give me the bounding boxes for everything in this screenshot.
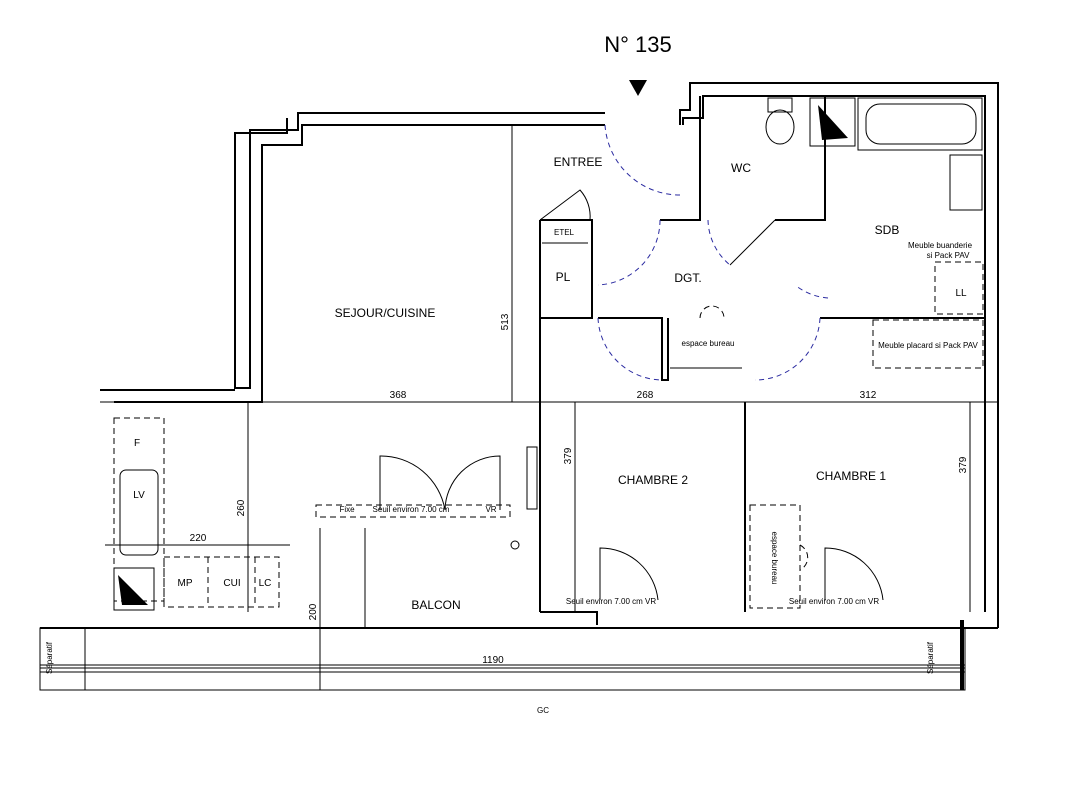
room-label-wc: WC xyxy=(731,161,751,175)
note-fixe: Fixe xyxy=(339,505,355,514)
dimension-513: 513 xyxy=(500,313,511,330)
room-label-chambre1: CHAMBRE 1 xyxy=(816,469,886,483)
kitchen-fridge: F xyxy=(134,438,140,449)
dimension-200: 200 xyxy=(308,603,319,620)
dimension-1190: 1190 xyxy=(482,655,504,666)
apartment-number: N° 135 xyxy=(604,32,672,57)
dimension-368: 368 xyxy=(390,390,407,401)
dimension-379-ch1: 379 xyxy=(958,456,969,473)
furniture xyxy=(113,261,984,611)
doors xyxy=(379,124,884,601)
note-espace-bureau-dgt: espace bureau xyxy=(682,339,735,348)
note-pack-pav: si Pack PAV xyxy=(927,251,970,260)
room-label-balcon: BALCON xyxy=(411,598,460,612)
note-vr-sejour: VR xyxy=(485,505,496,514)
room-label-pl: PL xyxy=(556,270,571,284)
dimension-lines xyxy=(40,125,998,690)
kitchen-sink: LV xyxy=(133,490,145,501)
entrance-arrow-icon xyxy=(629,80,647,96)
balcony xyxy=(39,528,966,691)
note-separatif-right: Séparatif xyxy=(926,641,935,674)
room-label-sejour: SEJOUR/CUISINE xyxy=(335,306,436,320)
dimension-312: 312 xyxy=(860,390,877,401)
note-espace-bureau-ch1: espace bureau xyxy=(770,532,779,585)
note-meuble-placard: Meuble placard si Pack PAV xyxy=(878,341,978,350)
note-seuil-ch2: Seuil environ 7.00 cm VR xyxy=(566,597,656,606)
entry-door[interactable] xyxy=(604,124,681,196)
dimension-220: 220 xyxy=(190,533,207,544)
room-label-sdb: SDB xyxy=(875,223,900,237)
room-label-etel: ETEL xyxy=(554,228,575,237)
kitchen-lc: LC xyxy=(259,578,272,589)
note-meuble-buanderie: Meuble buanderie xyxy=(908,241,973,250)
note-separatif-left: Séparatif xyxy=(45,641,54,674)
kitchen-mp: MP xyxy=(178,578,193,589)
room-label-dgt: DGT. xyxy=(674,271,701,285)
chambre1-door[interactable] xyxy=(754,317,821,381)
interior-walls xyxy=(539,96,985,612)
dimension-260: 260 xyxy=(236,499,247,516)
note-gc: GC xyxy=(537,706,549,715)
note-seuil-sejour: Seuil environ 7.00 cm xyxy=(373,505,450,514)
room-label-ll: LL xyxy=(955,288,967,299)
kitchen-cui: CUI xyxy=(223,578,240,589)
dimension-268: 268 xyxy=(637,390,654,401)
pl-door[interactable] xyxy=(597,219,661,286)
note-seuil-ch1: Seuil environ 7.00 cm VR xyxy=(789,597,879,606)
dimension-379-ch2: 379 xyxy=(563,447,574,464)
room-label-chambre2: CHAMBRE 2 xyxy=(618,473,688,487)
room-label-entree: ENTREE xyxy=(554,155,603,169)
chambre2-door[interactable] xyxy=(597,317,663,381)
